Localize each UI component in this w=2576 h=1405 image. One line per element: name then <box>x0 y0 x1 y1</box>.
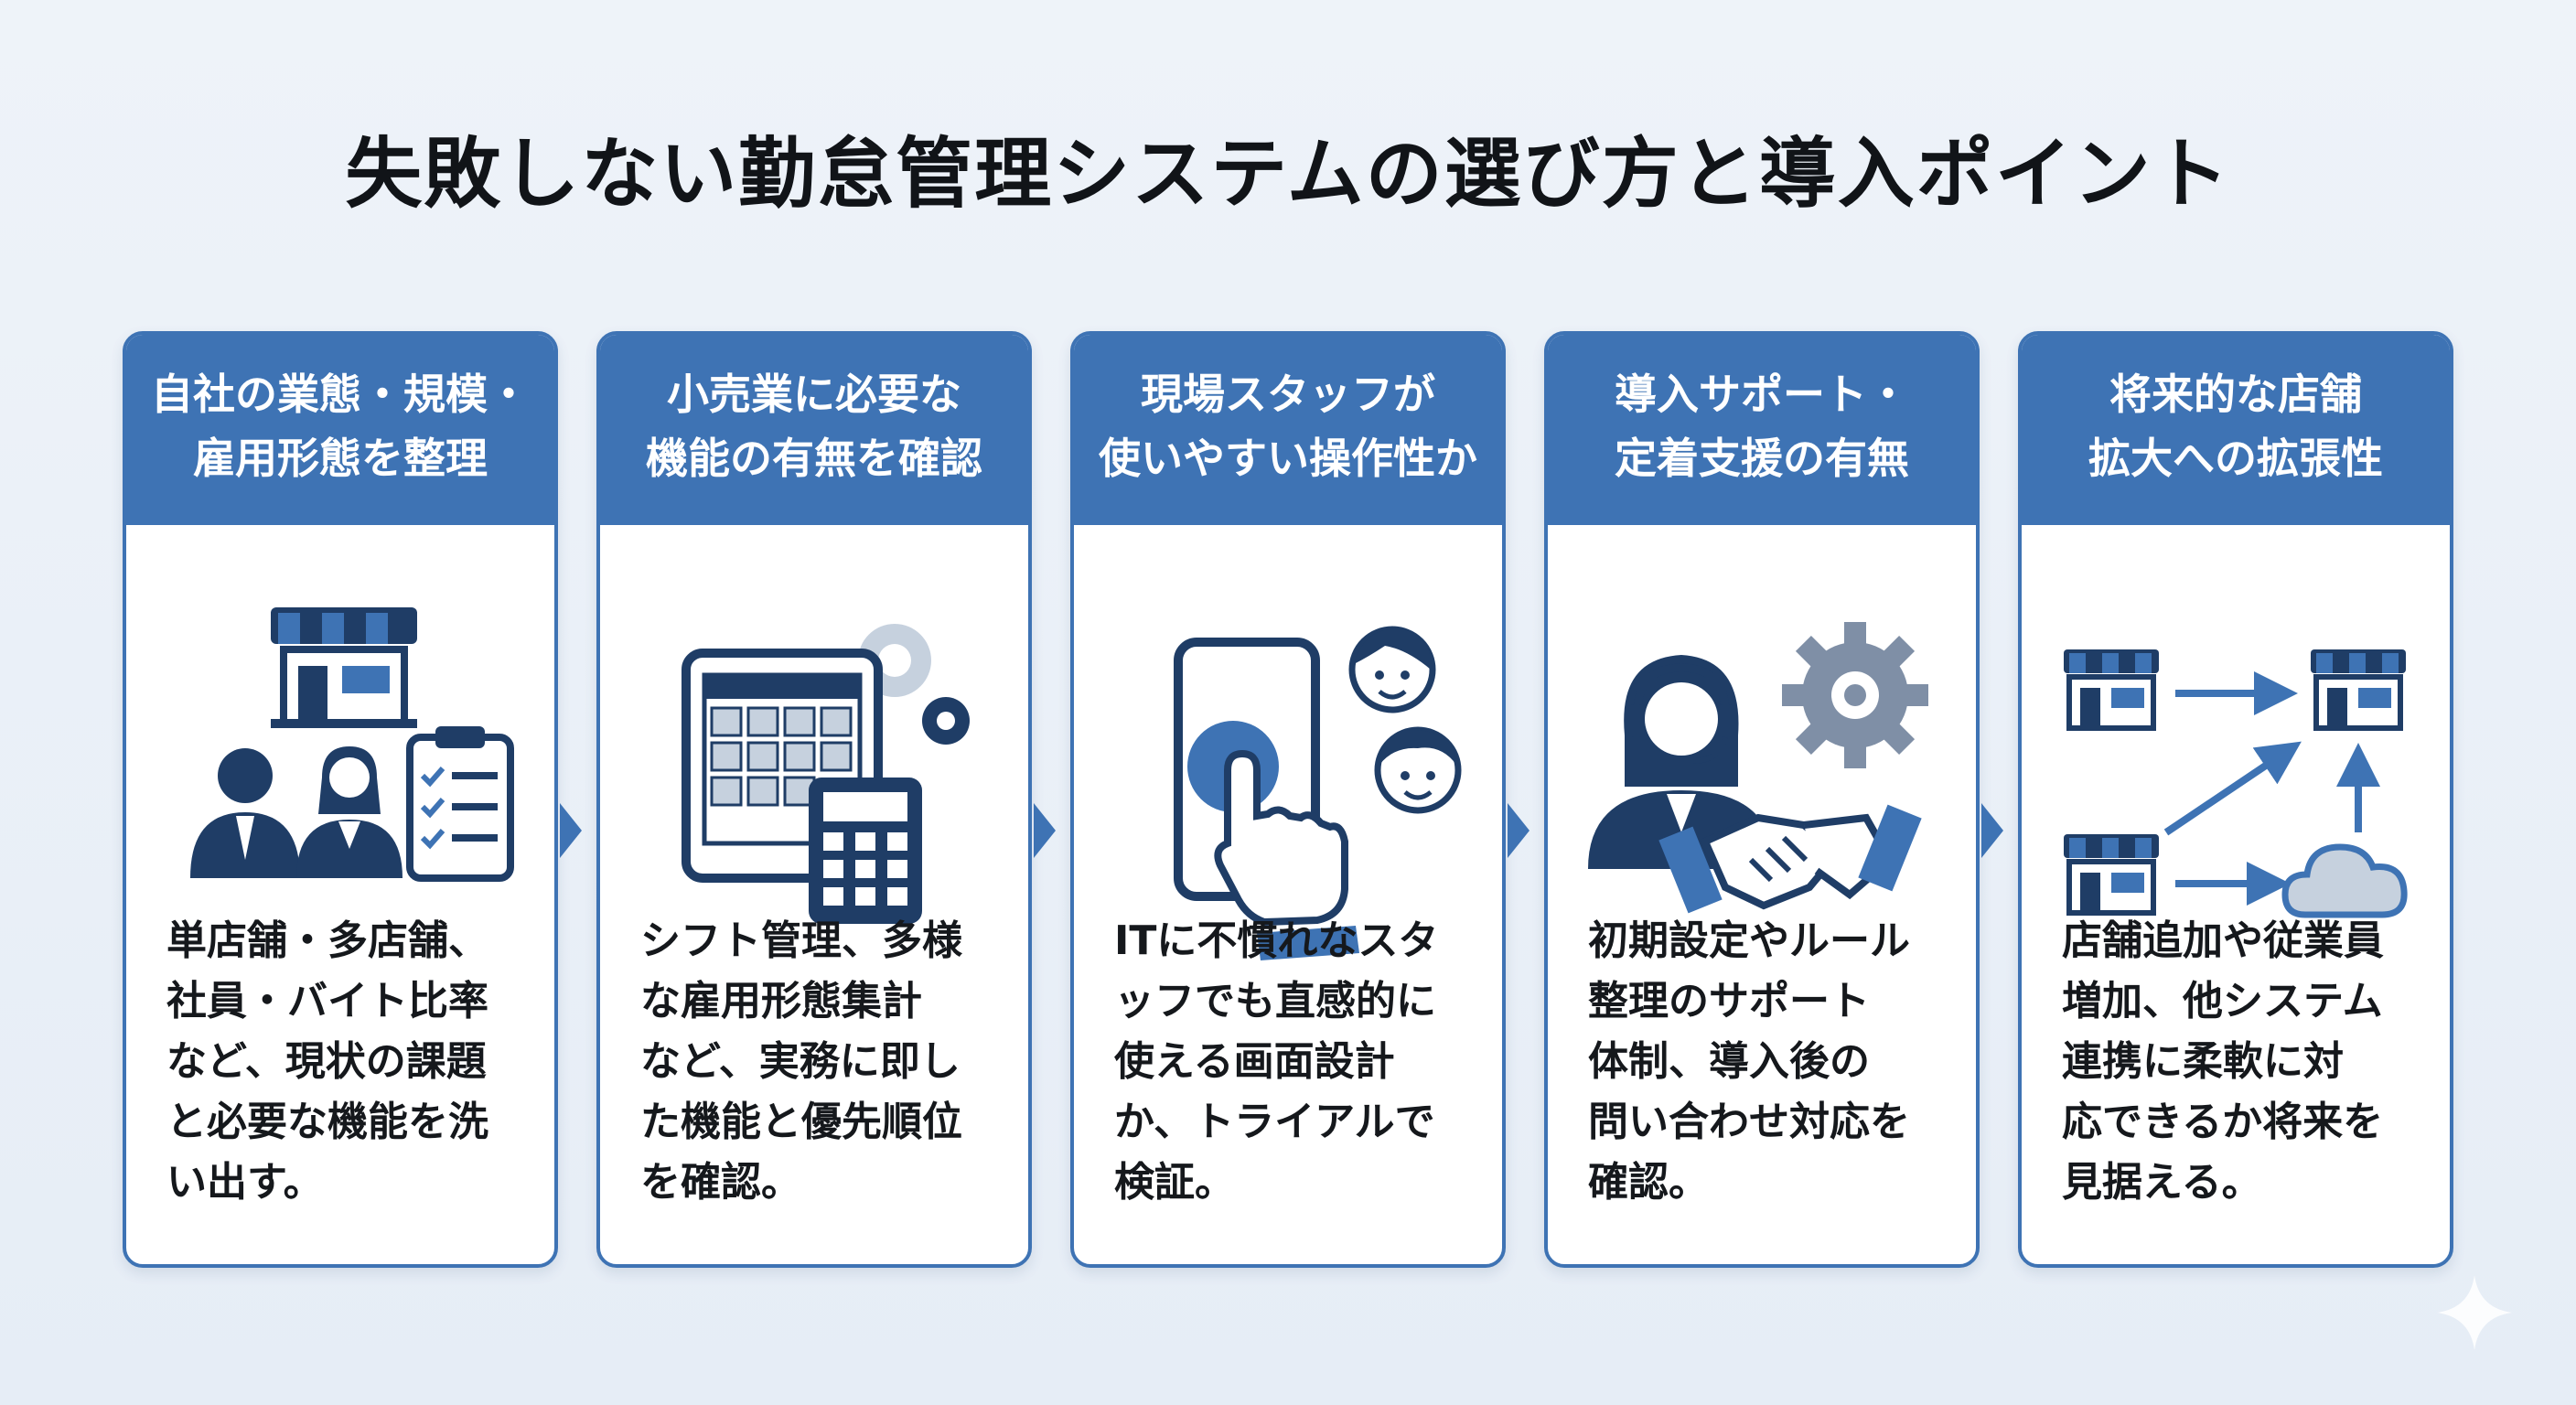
store-staff-checklist-icon <box>190 607 514 882</box>
heading-line: 機能の有無を確認 <box>646 434 982 483</box>
body-line: など、現状の課題 <box>166 1038 487 1085</box>
step-card-3: 現場スタッフが 使いやすい操作性か ITに不慣れなスタ ッフでも直感的に 使える… <box>1070 331 1506 1268</box>
body-line: な雇用形態集計 <box>640 978 922 1024</box>
arrow-right-icon <box>1508 803 1530 858</box>
step-card-heading: 小売業に必要な 機能の有無を確認 <box>600 335 1028 525</box>
step-card-5: 将来的な店舗 拡大への拡張性 店舗追加や従業員 <box>2018 331 2453 1268</box>
body-line: た機能と優先順位 <box>640 1099 962 1145</box>
page-title: 失敗しない勤怠管理システムの選び方と導入ポイント <box>345 129 2231 219</box>
body-line: ITに不慣れなスタ <box>1114 917 1439 964</box>
step-card-heading: 現場スタッフが 使いやすい操作性か <box>1074 335 1502 525</box>
step-card-text: シフト管理、多様 な雇用形態集計 など、実務に即し た機能と優先順位 を確認。 <box>640 911 1006 1213</box>
body-line: か、トライアルで <box>1114 1099 1435 1145</box>
body-line: い出す。 <box>166 1159 324 1206</box>
body-line: 使える画面設計 <box>1114 1038 1395 1085</box>
heading-line: 現場スタッフが <box>1141 370 1435 419</box>
heading-line: 小売業に必要な <box>667 370 961 419</box>
body-line: 店舗追加や従業員 <box>2062 917 2384 964</box>
heading-line: 使いやすい操作性か <box>1099 434 1477 483</box>
heading-line: 拡大への拡張性 <box>2088 434 2383 483</box>
body-line: ッフでも直感的に <box>1114 978 1436 1024</box>
step-card-text: ITに不慣れなスタ ッフでも直感的に 使える画面設計 か、トライアルで 検証。 <box>1114 911 1480 1213</box>
step-card-heading: 導入サポート・ 定着支援の有無 <box>1548 335 1976 525</box>
body-line: 整理のサポート <box>1588 978 1870 1024</box>
step-card-4: 導入サポート・ 定着支援の有無 初期設 <box>1544 331 1980 1268</box>
tablet-calendar-calculator-icon <box>682 624 970 924</box>
body-line: 見据える。 <box>2062 1159 2262 1206</box>
smartphone-touch-icon <box>1174 626 1462 960</box>
step-card-2: 小売業に必要な 機能の有無を確認 シフト管理、多様 な雇用形態集計 など、実務に… <box>596 331 1032 1268</box>
body-line: 検証。 <box>1114 1159 1235 1206</box>
body-line: と必要な機能を洗 <box>166 1099 488 1145</box>
arrow-right-icon <box>1034 803 1056 858</box>
body-line: 問い合わせ対応を <box>1588 1099 1910 1145</box>
heading-line: 導入サポート・ <box>1615 370 1909 419</box>
arrow-right-icon <box>1981 803 2003 858</box>
step-card-heading: 自社の業態・規模・ 雇用形態を整理 <box>126 335 554 525</box>
heading-line: 定着支援の有無 <box>1615 434 1909 483</box>
body-line: 初期設定やルール <box>1588 917 1910 964</box>
heading-line: 自社の業態・規模・ <box>151 370 530 419</box>
support-handshake-icon <box>1588 622 1928 914</box>
step-card-text: 店舗追加や従業員 増加、他システム 連携に柔軟に対 応できるか将来を 見据える。 <box>2062 911 2428 1213</box>
body-line: を確認。 <box>640 1159 801 1206</box>
body-line: 応できるか将来を <box>2062 1099 2384 1145</box>
sparkle-icon <box>2437 1275 2512 1350</box>
heading-line: 雇用形態を整理 <box>193 434 488 483</box>
body-line: 体制、導入後の <box>1588 1038 1870 1085</box>
step-card-1: 自社の業態・規模・ 雇用形態を整理 単店舗・多店舗、 社員・バイト比率 な <box>123 331 558 1268</box>
store-expansion-cloud-icon <box>2038 558 2433 918</box>
body-line: 単店舗・多店舗、 <box>166 917 488 964</box>
step-card-heading: 将来的な店舗 拡大への拡張性 <box>2022 335 2450 525</box>
body-line: 社員・バイト比率 <box>166 978 488 1024</box>
body-line: 増加、他システム <box>2062 978 2383 1024</box>
body-line: 確認。 <box>1588 1159 1709 1206</box>
body-line: シフト管理、多様 <box>640 917 962 964</box>
body-line: 連携に柔軟に対 <box>2062 1038 2344 1085</box>
step-card-text: 初期設定やルール 整理のサポート 体制、導入後の 問い合わせ対応を 確認。 <box>1588 911 1954 1213</box>
step-card-text: 単店舗・多店舗、 社員・バイト比率 など、現状の課題 と必要な機能を洗 い出す。 <box>166 911 532 1213</box>
heading-line: 将来的な店舗 <box>2109 370 2362 419</box>
arrow-right-icon <box>560 803 582 858</box>
body-line: など、実務に即し <box>640 1038 961 1085</box>
